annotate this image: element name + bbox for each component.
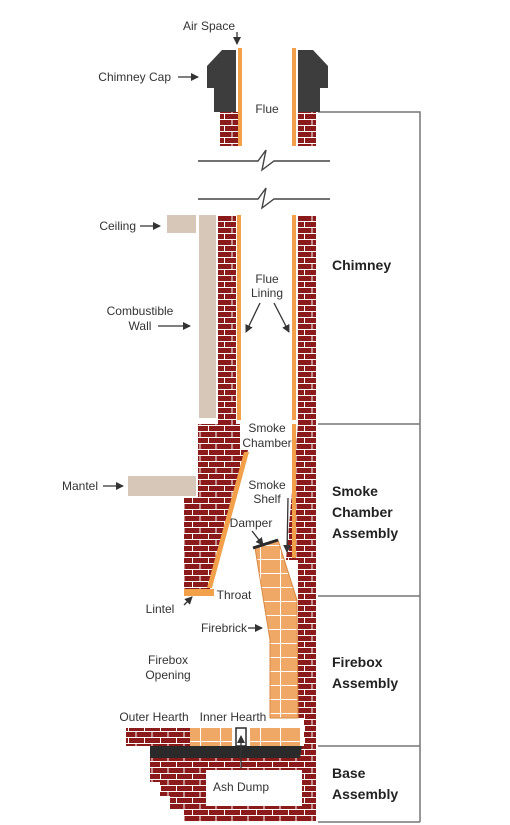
- label-mantel: Mantel: [62, 479, 98, 493]
- label-smoke-shelf-2: Shelf: [253, 492, 281, 506]
- section-smoke-chamber-assembly-2: Chamber: [332, 504, 393, 520]
- lintel-arrow: [183, 596, 193, 606]
- base-assembly: [126, 727, 316, 822]
- label-smoke-chamber-1: Smoke: [248, 421, 286, 435]
- hearth-slab: [150, 746, 302, 758]
- chimney-top: [207, 48, 328, 146]
- label-combustible-wall-1: Combustible: [107, 304, 174, 318]
- mantel-block: [128, 476, 196, 496]
- ceiling-block: [167, 215, 196, 233]
- masonry-body: [184, 424, 316, 746]
- label-flue-lining-1: Flue: [255, 272, 279, 286]
- label-combustible-wall-2: Wall: [129, 319, 152, 333]
- section-smoke-chamber-assembly-3: Assembly: [332, 525, 398, 541]
- label-smoke-chamber-2: Chamber: [242, 436, 291, 450]
- section-firebox-assembly-2: Assembly: [332, 675, 398, 691]
- label-flue-lining-2: Lining: [251, 286, 283, 300]
- cap-collar-right: [298, 88, 320, 112]
- chimney-cap-left: [207, 50, 236, 88]
- label-inner-hearth: Inner Hearth: [200, 710, 267, 724]
- label-firebrick: Firebrick: [201, 621, 248, 635]
- smoke-chamber-right-liner: [292, 424, 296, 558]
- brick-wall-top-left: [220, 112, 238, 146]
- brick-wall-right: [298, 215, 316, 425]
- label-arrows: [103, 32, 292, 768]
- label-smoke-shelf-1: Smoke: [248, 478, 286, 492]
- label-chimney-cap: Chimney Cap: [98, 70, 171, 84]
- flue-liner-top-right: [292, 48, 296, 146]
- ash-pit: [206, 770, 302, 806]
- section-smoke-chamber-assembly-1: Smoke: [332, 483, 378, 499]
- chimney-shaft: [167, 215, 316, 425]
- flue-lining-right: [292, 215, 296, 420]
- flue-liner-top-left: [238, 48, 242, 146]
- flue-lining-left: [237, 215, 241, 420]
- label-air-space: Air Space: [183, 19, 235, 33]
- damper-plate: [252, 538, 279, 550]
- smoke-chamber-liner: [207, 452, 249, 588]
- damper-arrow: [251, 530, 264, 546]
- flue-lining-arrow-right: [273, 302, 290, 333]
- firebrick-back-wall: [255, 540, 298, 718]
- section-firebox-assembly-1: Firebox: [332, 654, 383, 670]
- outer-hearth-bricks: [126, 728, 190, 746]
- brick-wall-top-right: [298, 112, 316, 146]
- label-flue: Flue: [255, 102, 279, 116]
- section-base-assembly-1: Base: [332, 765, 366, 781]
- section-chimney: Chimney: [332, 257, 391, 273]
- combustible-wall: [199, 215, 216, 418]
- chimney-cap-right: [298, 50, 328, 88]
- label-outer-hearth: Outer Hearth: [119, 710, 188, 724]
- smoke-shelf-arrow: [283, 497, 292, 553]
- lintel-bar: [184, 589, 214, 596]
- label-ceiling: Ceiling: [99, 219, 136, 233]
- label-lintel: Lintel: [146, 602, 175, 616]
- smoke-chamber-left-wall: [184, 424, 248, 596]
- break-marks: [198, 149, 330, 210]
- section-base-assembly-2: Assembly: [332, 786, 398, 802]
- label-throat: Throat: [217, 588, 252, 602]
- chimney-bracket-line: [318, 111, 421, 822]
- label-firebox-opening-1: Firebox: [148, 653, 188, 667]
- label-ash-dump: Ash Dump: [213, 780, 269, 794]
- brick-wall-left: [218, 215, 236, 425]
- component-labels: Air Space Chimney Cap Flue Ceiling Combu…: [62, 19, 292, 794]
- section-labels: Chimney Smoke Chamber Assembly Firebox A…: [332, 257, 398, 802]
- section-brackets: [318, 111, 421, 823]
- cap-collar-left: [214, 88, 236, 112]
- label-damper: Damper: [230, 516, 273, 530]
- label-firebox-opening-2: Opening: [145, 668, 190, 682]
- flue-lining-arrow-left: [245, 302, 261, 333]
